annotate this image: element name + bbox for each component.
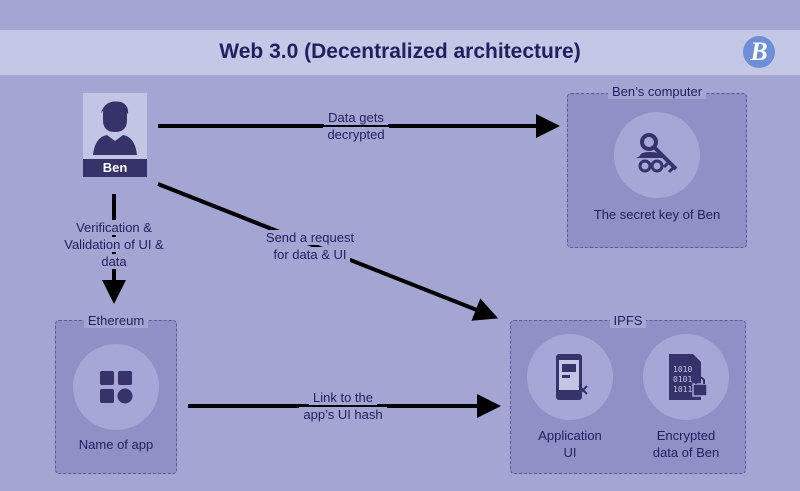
user-icon xyxy=(93,101,137,155)
phone-icon xyxy=(527,334,613,420)
apps-icon xyxy=(73,344,159,430)
svg-text:1011: 1011 xyxy=(673,385,692,394)
edge-label-request-line2: for data & UI xyxy=(269,247,351,262)
edge-label-request: Send a request for data & UI xyxy=(256,229,364,263)
svg-text:1010: 1010 xyxy=(673,365,692,374)
computer-box-item: The secret key of Ben xyxy=(593,207,721,222)
edge-label-verify: Verification & Validation of UI & data xyxy=(52,219,176,270)
ipfs-item-encrypted: Encrypted data of Ben xyxy=(636,427,736,461)
ipfs-box-title: IPFS xyxy=(609,313,647,328)
brand-logo-icon: B xyxy=(743,36,775,68)
computer-box: Ben’s computer The secret key of Ben xyxy=(567,84,747,248)
edge-label-verify-line1: Verification & xyxy=(72,220,156,235)
key-icon xyxy=(614,112,700,198)
edge-label-decrypt: Data gets decrypted xyxy=(318,109,394,143)
edge-label-link: Link to the app’s UI hash xyxy=(294,389,392,423)
binary-lock-icon: 1010 0101 1011 xyxy=(643,334,729,420)
ipfs-item-app-ui-line1: Application xyxy=(538,428,602,443)
ipfs-item-encrypted-line2: data of Ben xyxy=(652,445,720,460)
edge-label-link-line1: Link to the xyxy=(309,390,377,405)
edge-label-verify-line3: data xyxy=(97,254,131,269)
edge-label-decrypt-line2: decrypted xyxy=(323,127,389,142)
ethereum-box: Ethereum Name of app xyxy=(55,313,177,474)
computer-box-title: Ben’s computer xyxy=(607,84,707,99)
svg-text:0101: 0101 xyxy=(673,375,692,384)
user-card: Ben xyxy=(83,93,147,177)
edge-label-verify-line2: Validation of UI & xyxy=(60,237,168,252)
edge-label-link-line2: app’s UI hash xyxy=(299,407,387,422)
ipfs-box: IPFS 1010 0101 1011 Application UI Encry… xyxy=(510,313,746,474)
edge-label-decrypt-line1: Data gets xyxy=(324,110,388,125)
edge-label-request-line1: Send a request xyxy=(261,230,359,245)
page-title: Web 3.0 (Decentralized architecture) xyxy=(219,40,581,63)
ipfs-item-app-ui-line2: UI xyxy=(563,445,577,460)
user-name: Ben xyxy=(83,159,147,177)
ipfs-item-app-ui: Application UI xyxy=(520,427,620,461)
ethereum-box-title: Ethereum xyxy=(83,313,149,328)
ethereum-box-item: Name of app xyxy=(78,437,154,452)
header-bar: Web 3.0 (Decentralized architecture) B xyxy=(0,30,800,75)
ipfs-item-encrypted-line1: Encrypted xyxy=(656,428,716,443)
